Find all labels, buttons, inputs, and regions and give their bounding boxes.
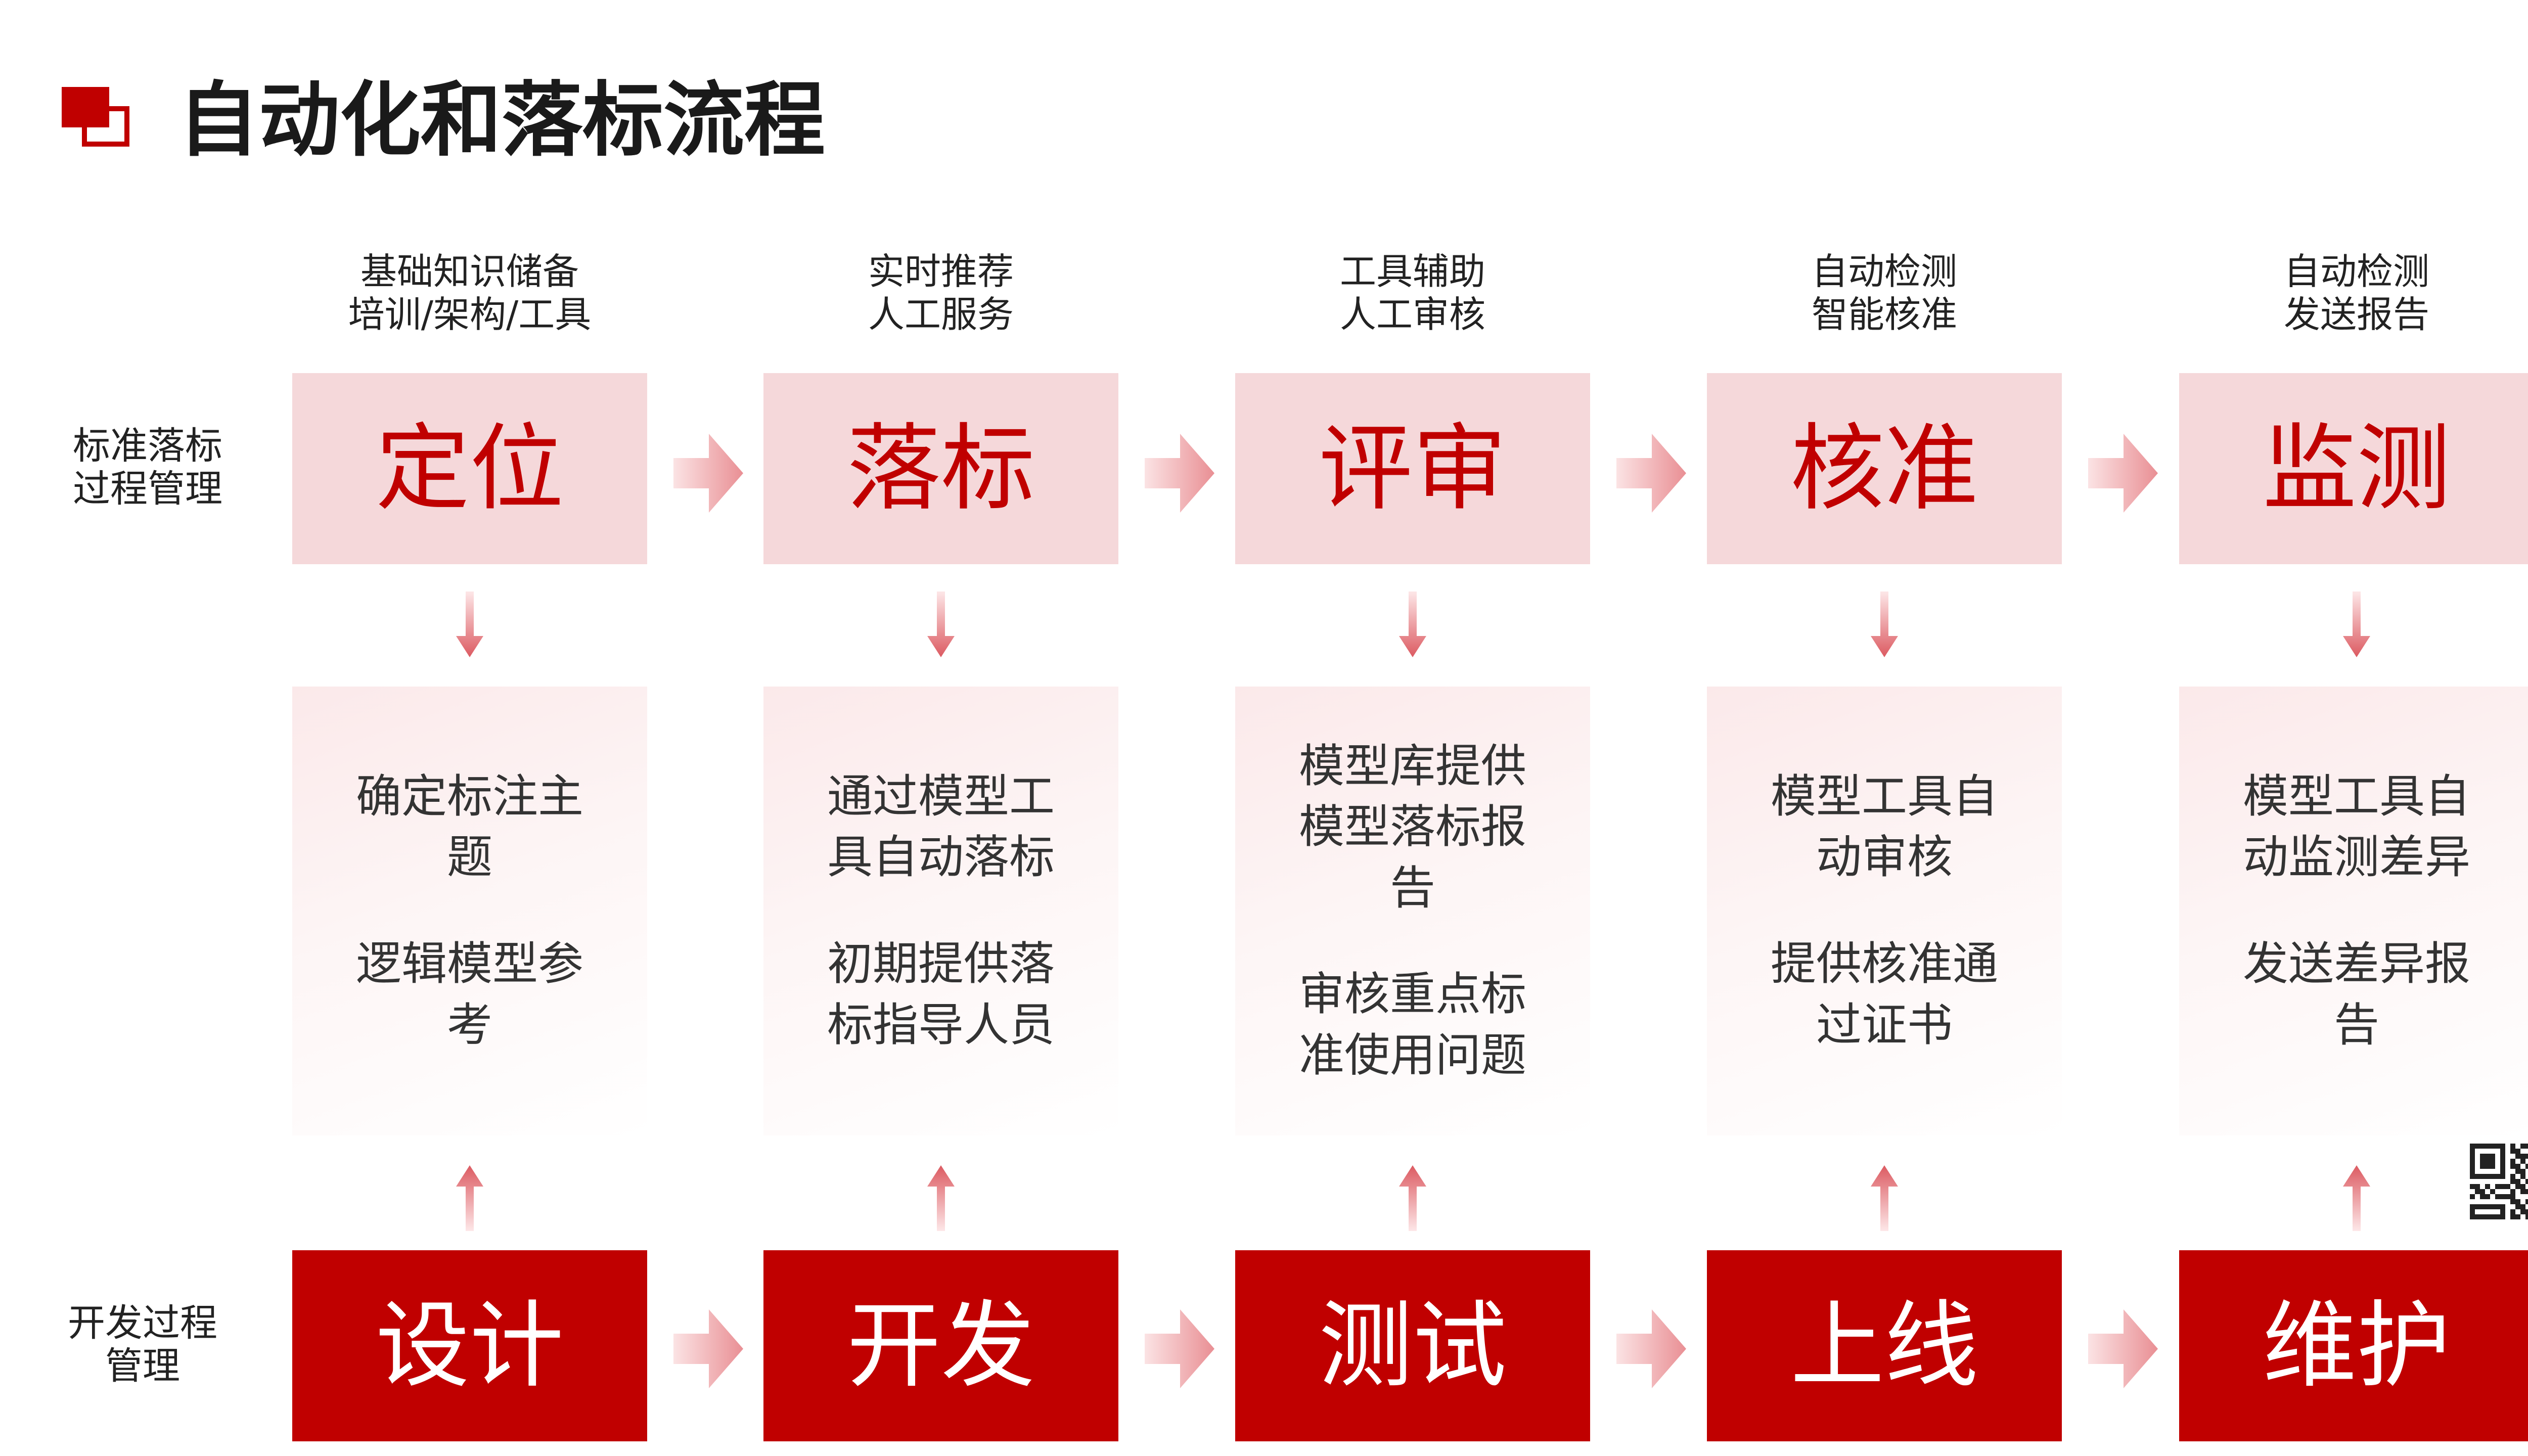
arrow-down-icon-3 [1399, 592, 1426, 657]
detail-text: 模型库提供模型落标报告 [1299, 739, 1526, 915]
detail-text: 初期提供落标指导人员 [827, 937, 1055, 1052]
page-title: 自动化和落标流程 [178, 73, 826, 167]
stage-label: 评审 [1318, 414, 1507, 523]
stage-label: 落标 [846, 414, 1035, 523]
arrow-up-icon-4 [1871, 1165, 1898, 1231]
arrow-down-icon-1 [456, 592, 483, 657]
dev-stage-label: 维护 [2262, 1291, 2451, 1400]
column-caption-3: 工具辅助 人工审核 [1339, 250, 1485, 336]
dev-stage-label: 设计 [375, 1291, 564, 1400]
detail-text: 通过模型工具自动落标 [827, 769, 1055, 884]
stage-box-2: 落标 [763, 373, 1118, 564]
detail-text: 逻辑模型参考 [356, 937, 583, 1052]
arrow-up-icon-3 [1399, 1165, 1426, 1231]
stage-label: 核准 [1790, 414, 1978, 523]
stage-box-1: 定位 [292, 373, 647, 564]
detail-text: 提供核准通过证书 [1771, 937, 1998, 1052]
detail-text: 确定标注主题 [356, 769, 583, 884]
column-caption-2: 实时推荐 人工服务 [868, 250, 1014, 336]
row-label-dev: 开发过程 管理 [68, 1301, 217, 1388]
stage-box-4: 核准 [1707, 373, 2062, 564]
stage-label: 监测 [2262, 414, 2451, 523]
arrow-up-icon-1 [456, 1165, 483, 1231]
arrow-down-icon-4 [1871, 592, 1898, 657]
arrow-right-icon-top-3 [1616, 434, 1686, 513]
column-caption-5: 自动检测 发送报告 [2283, 250, 2429, 336]
arrow-down-icon-2 [927, 592, 955, 657]
dev-stage-label: 开发 [846, 1291, 1035, 1400]
detail-text: 模型工具自动审核 [1771, 769, 1998, 884]
detail-text: 发送差异报告 [2243, 937, 2470, 1052]
arrow-up-icon-2 [927, 1165, 955, 1231]
arrow-right-icon-bottom-3 [1616, 1309, 1686, 1388]
arrow-down-icon-5 [2343, 592, 2370, 657]
arrow-right-icon-bottom-4 [2088, 1309, 2158, 1388]
detail-panel-1: 确定标注主题逻辑模型参考 [292, 687, 647, 1135]
stage-box-5: 监测 [2179, 373, 2528, 564]
detail-panel-5: 模型工具自动监测差异发送差异报告 [2179, 687, 2528, 1135]
dev-box-5: 维护 [2179, 1250, 2528, 1441]
stage-label: 定位 [375, 414, 564, 523]
dev-box-1: 设计 [292, 1250, 647, 1441]
arrow-right-icon-bottom-1 [673, 1309, 743, 1388]
dev-box-4: 上线 [1707, 1250, 2062, 1441]
detail-panel-3: 模型库提供模型落标报告审核重点标准使用问题 [1235, 687, 1590, 1135]
column-caption-4: 自动检测 智能核准 [1811, 250, 1957, 336]
detail-panel-2: 通过模型工具自动落标初期提供落标指导人员 [763, 687, 1118, 1135]
arrow-right-icon-top-1 [673, 434, 743, 513]
detail-panel-4: 模型工具自动审核提供核准通过证书 [1707, 687, 2062, 1135]
dev-stage-label: 上线 [1790, 1291, 1978, 1400]
dev-stage-label: 测试 [1318, 1291, 1507, 1400]
arrow-right-icon-bottom-2 [1145, 1309, 1214, 1388]
column-caption-1: 基础知识储备 培训/架构/工具 [348, 250, 592, 336]
detail-text: 模型工具自动监测差异 [2243, 769, 2470, 884]
dev-box-3: 测试 [1235, 1250, 1590, 1441]
arrow-up-icon-5 [2343, 1165, 2370, 1231]
arrow-right-icon-top-2 [1145, 434, 1214, 513]
detail-text: 审核重点标准使用问题 [1299, 968, 1526, 1082]
stage-box-3: 评审 [1235, 373, 1590, 564]
qr-code-icon [2470, 1144, 2528, 1219]
dev-box-2: 开发 [763, 1250, 1118, 1441]
title-squares-icon [62, 87, 132, 148]
arrow-right-icon-top-4 [2088, 434, 2158, 513]
row-label-standard: 标准落标 过程管理 [73, 424, 222, 511]
